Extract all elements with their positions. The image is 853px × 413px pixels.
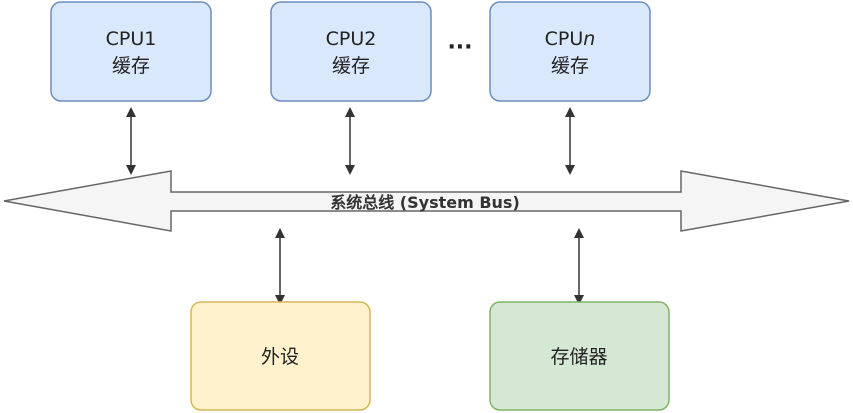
memory-box-rect	[489, 301, 670, 411]
cpu-box-1-line1: CPU1	[106, 28, 157, 50]
cpu-box-n-rect	[489, 1, 651, 102]
peripheral-label: 外设	[261, 346, 299, 368]
memory-box: 存储器	[489, 301, 670, 411]
peripheral-box-rect	[190, 301, 371, 411]
cpu-box-2: CPU2 缓存	[270, 1, 432, 102]
system-bus-arrow	[3, 170, 850, 232]
cpu-box-2-rect	[270, 1, 432, 102]
cpu-box-1-rect	[50, 1, 212, 102]
cpu-box-n-line2: 缓存	[551, 55, 589, 77]
peripheral-box: 外设	[190, 301, 371, 411]
cpu-box-1-line2: 缓存	[112, 55, 150, 77]
cpu-box-2-line2: 缓存	[332, 55, 370, 77]
cpu-box-1: CPU1 缓存	[50, 1, 212, 102]
cpu-box-n-line1: CPUn	[545, 28, 596, 50]
cpu-box-n-line1-italic: n	[583, 28, 595, 50]
system-bus: 系统总线 (System Bus)	[3, 170, 850, 232]
cpu-box-n: CPUn 缓存	[489, 1, 651, 102]
cpu-box-n-line1-prefix: CPU	[545, 28, 584, 50]
memory-label: 存储器	[550, 346, 607, 368]
system-bus-label: 系统总线 (System Bus)	[330, 193, 520, 212]
cpu-box-2-line1: CPU2	[326, 28, 377, 50]
cpu-ellipsis: ···	[447, 35, 472, 60]
